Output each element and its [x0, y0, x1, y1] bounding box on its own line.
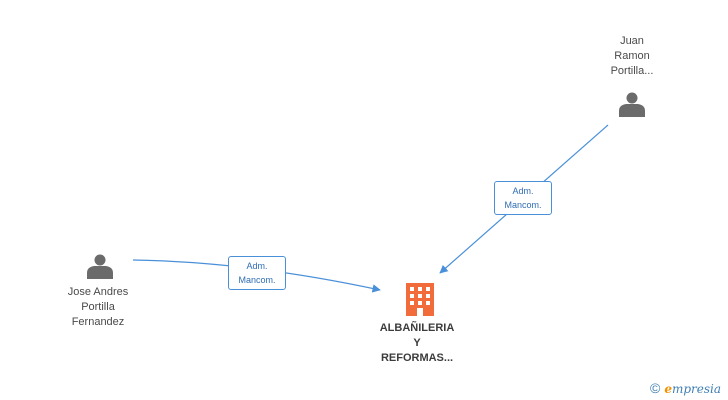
edge-label-juan[interactable]: Adm. Mancom. — [494, 181, 552, 215]
edge-label-jose[interactable]: Adm. Mancom. — [228, 256, 286, 290]
name-line: Jose Andres — [67, 286, 129, 298]
edge-label-line: Mancom. — [238, 275, 276, 285]
name-line: Portilla... — [610, 65, 654, 77]
person-label-juan[interactable]: Juan Ramon Portilla... — [577, 34, 687, 79]
edge-label-line: Adm. — [246, 261, 268, 271]
company-name-line: ALBAÑILERIA — [379, 322, 455, 334]
name-line: Fernandez — [71, 316, 125, 328]
person-icon[interactable] — [619, 92, 645, 118]
brand-e: e — [664, 382, 672, 396]
brand-watermark: ©empresia — [650, 380, 721, 396]
edge-label-line: Mancom. — [504, 200, 542, 210]
name-line: Portilla — [81, 301, 115, 313]
company-label[interactable]: ALBAÑILERIA Y REFORMAS... — [357, 321, 477, 366]
copyright-symbol: © — [650, 380, 661, 396]
company-name-line: Y — [413, 337, 421, 349]
name-line: Ramon — [614, 50, 650, 62]
edge-label-line: Adm. — [512, 186, 534, 196]
person-icon[interactable] — [87, 254, 113, 280]
company-name-line: REFORMAS... — [380, 352, 454, 364]
building-icon[interactable] — [406, 283, 434, 316]
brand-name: mpresia — [671, 382, 722, 396]
person-label-jose[interactable]: Jose Andres Portilla Fernandez — [43, 285, 153, 330]
name-line: Juan — [620, 35, 644, 47]
